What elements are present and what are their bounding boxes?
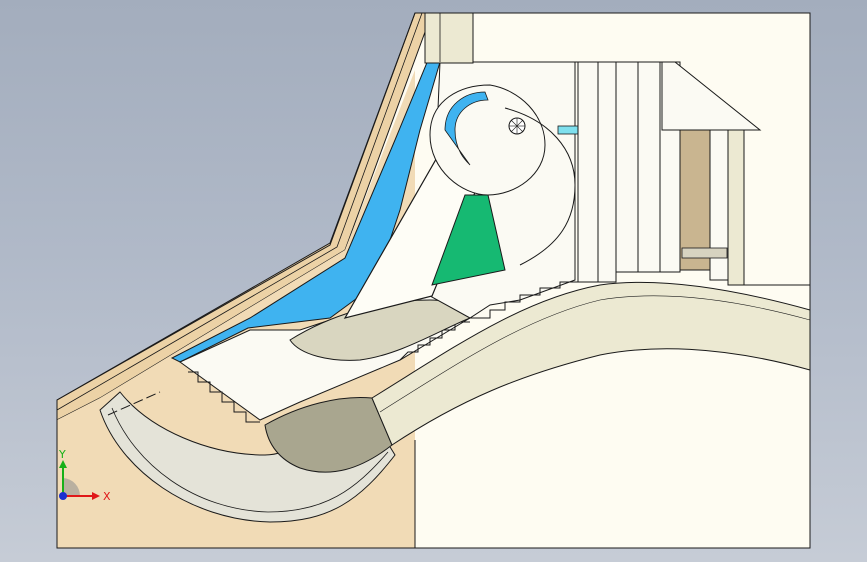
reservoir-water	[170, 59, 441, 363]
bucket-dash-1	[107, 391, 161, 416]
chute-steps	[188, 371, 260, 423]
gate-blue-ring	[444, 91, 489, 166]
y-axis-head-icon	[59, 460, 67, 468]
gate-sector-fill	[431, 194, 506, 286]
gate-chamber-wall	[727, 129, 745, 286]
coordinate-triad: X Y	[58, 448, 111, 503]
spillway-bucket	[99, 391, 396, 523]
apron-inner-line	[379, 295, 811, 413]
chute-steps-upper	[399, 321, 470, 361]
drawing-frame	[56, 12, 811, 549]
top-structure	[424, 12, 474, 64]
pier-steps	[470, 281, 578, 319]
pier-columns	[577, 61, 681, 283]
hoist-indicator	[557, 125, 579, 135]
energy-dissipator	[264, 397, 393, 473]
embankment-inner-line	[56, 12, 423, 411]
x-axis-label: X	[103, 490, 111, 503]
gate-skin-plate	[504, 107, 576, 266]
gate-chamber-opening	[679, 129, 711, 271]
bucket-inner-curve	[111, 407, 389, 513]
z-axis-origin-icon	[59, 492, 67, 500]
x-axis-head-icon	[92, 492, 100, 500]
trunnion-cross	[509, 118, 525, 134]
hoist-mechanism	[681, 247, 728, 259]
y-axis-label: Y	[58, 448, 66, 461]
triad-rotation-arc	[63, 478, 81, 496]
